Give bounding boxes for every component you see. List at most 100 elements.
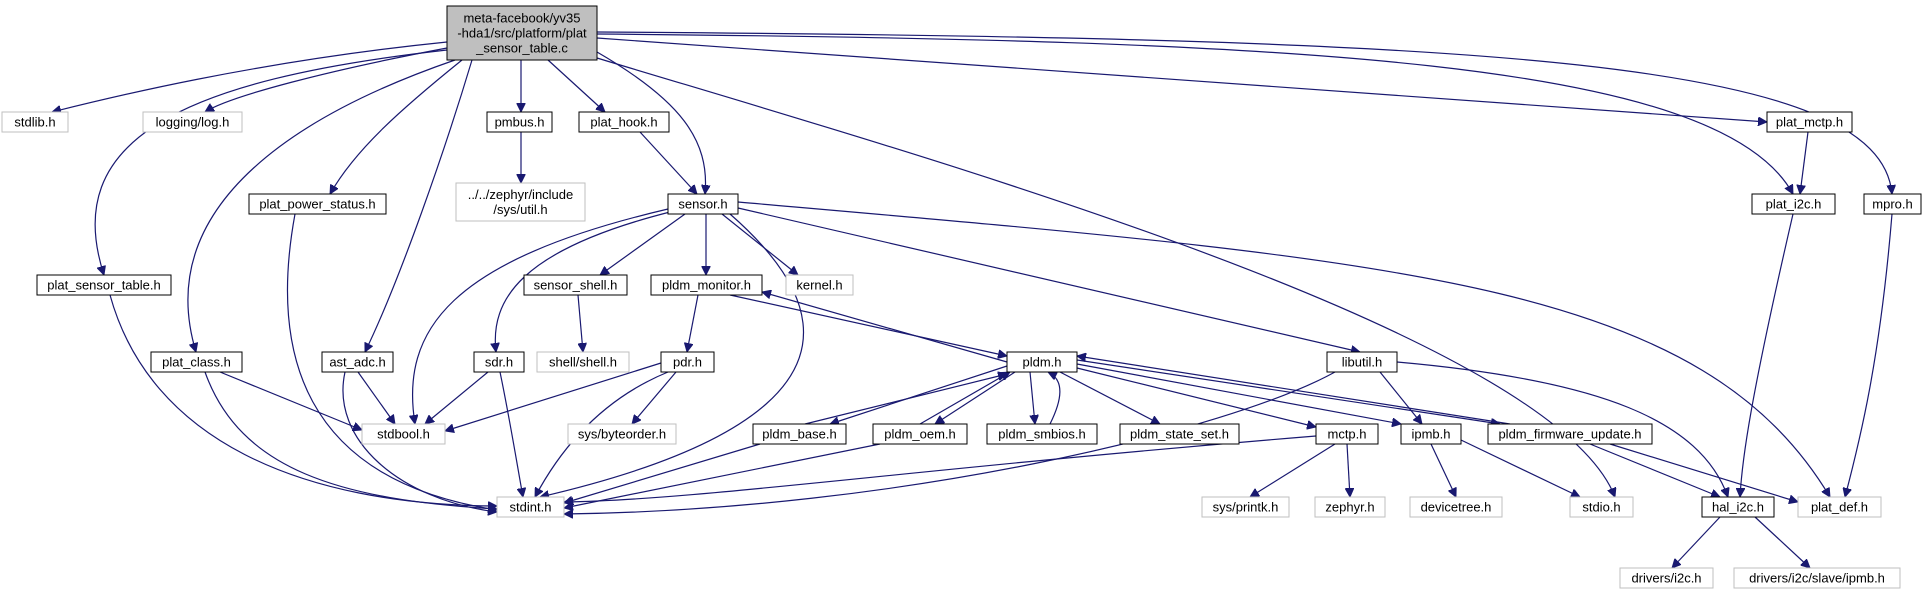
node-pldm-state-set-h[interactable]: pldm_state_set.h: [1119, 423, 1240, 445]
edge-root-to-plat-class-h: [187, 59, 456, 352]
edge-arrow: [1430, 443, 1456, 497]
node-label: sys/byteorder.h: [578, 427, 666, 442]
edge-sensor-h-to-plat-def-h: [737, 201, 1830, 497]
node-label: meta-facebook/yv35: [463, 11, 580, 26]
edge-arrow: [342, 371, 497, 512]
node-box: [1701, 496, 1775, 518]
node-label: pldm_oem.h: [884, 427, 956, 442]
node-label: devicetree.h: [1421, 500, 1492, 515]
node-plat-hook-h[interactable]: plat_hook.h: [578, 111, 670, 133]
node-label: sys/printk.h: [1213, 500, 1279, 515]
edge-arrow: [1740, 213, 1794, 497]
node-mctp-h[interactable]: mctp.h: [1315, 423, 1379, 445]
node-label: pldm_base.h: [762, 427, 836, 442]
edge-arrow: [1609, 443, 1798, 502]
edge-arrow: [1672, 516, 1721, 568]
edge-arrow: [596, 33, 1794, 194]
node-box: [361, 423, 446, 445]
edge-root-to-plat-mctp-h: [596, 37, 1767, 122]
edge-arrow: [1754, 516, 1810, 568]
node-plat-sensor-table-h[interactable]: plat_sensor_table.h: [36, 274, 172, 296]
node-pldm-smbios-h[interactable]: pldm_smbios.h: [986, 423, 1098, 445]
node-pldm-h[interactable]: pldm.h: [1006, 351, 1078, 373]
edge-pldm-h-to-pldm-oem-h: [935, 371, 1016, 424]
node-plat-mctp-h[interactable]: plat_mctp.h: [1766, 111, 1853, 133]
edge-libutil-h-to-stdint-h: [564, 371, 1336, 514]
node-box: [455, 182, 586, 222]
edge-arrow: [425, 371, 489, 424]
node-label: plat_def.h: [1811, 500, 1868, 515]
node-ipmb-h[interactable]: ipmb.h: [1400, 423, 1462, 445]
node-box: [1863, 193, 1922, 215]
node-ast-adc-h[interactable]: ast_adc.h: [321, 351, 394, 373]
node-drivers-i2c-h: drivers/i2c.h: [1619, 567, 1714, 589]
edge-arrow: [596, 31, 1892, 194]
node-box: [1326, 351, 1398, 373]
edge-root-to-logging-log-h: [205, 47, 448, 112]
edge-root-to-plat-hook-h: [547, 59, 605, 112]
node-pldm-firmware-update-h[interactable]: pldm_firmware_update.h: [1487, 423, 1653, 445]
node-box: [36, 274, 172, 296]
edge-pldm-h-to-ipmb-h: [1076, 363, 1401, 424]
edge-arrow: [919, 371, 1010, 425]
node-pldm-oem-h[interactable]: pldm_oem.h: [872, 423, 968, 445]
edge-mpro-h-to-plat-def-h: [1845, 213, 1893, 497]
node-label: _sensor_table.c: [475, 41, 568, 56]
edge-arrow: [804, 374, 1007, 425]
edge-sensor-h-to-libutil-h: [737, 207, 1360, 352]
node-label: pldm.h: [1022, 355, 1061, 370]
node-box: [536, 351, 630, 373]
node-stdio-h: stdio.h: [1569, 496, 1634, 518]
edge-arrow: [1076, 359, 1500, 424]
edge-arrow: [600, 213, 686, 275]
edge-sdr-h-to-stdbool-h: [425, 371, 489, 424]
node-libutil-h[interactable]: libutil.h: [1326, 351, 1398, 373]
node-stdbool-h: stdbool.h: [361, 423, 446, 445]
edge-plat-hook-h-to-sensor-h: [639, 131, 697, 194]
node-devicetree-h: devicetree.h: [1409, 496, 1503, 518]
node-root[interactable]: meta-facebook/yv35-hda1/src/platform/pla…: [446, 5, 598, 61]
node-mpro-h[interactable]: mpro.h: [1863, 193, 1922, 215]
edge-ipmb-h-to-devicetree-h: [1430, 443, 1456, 497]
edge-arrow: [109, 294, 497, 506]
node-label: stdio.h: [1582, 500, 1620, 515]
node-box: [1619, 567, 1714, 589]
node-pmbus-h[interactable]: pmbus.h: [486, 111, 553, 133]
edge-root-to-mpro-h: [596, 31, 1892, 194]
node-label: sensor_shell.h: [534, 278, 618, 293]
edge-arrow: [1379, 371, 1422, 424]
edge-arrow: [1059, 371, 1160, 425]
edge-arrow: [1048, 372, 1061, 425]
node-stdint-h: stdint.h: [496, 496, 565, 518]
node-label: plat_power_status.h: [259, 197, 375, 212]
edge-arrow: [205, 47, 448, 112]
node-label: libutil.h: [1342, 355, 1382, 370]
edge-pldm-h-to-pldm-monitor-h: [762, 292, 1008, 363]
edge-arrow: [935, 371, 1016, 424]
node-box: [1733, 567, 1901, 589]
node-plat-i2c-h[interactable]: plat_i2c.h: [1751, 193, 1836, 215]
node-label: shell/shell.h: [549, 355, 617, 370]
node-label: pldm_monitor.h: [662, 278, 751, 293]
node-label: /sys/util.h: [493, 202, 547, 217]
edge-arrow: [721, 213, 798, 275]
edge-pldm-base-h-to-stdint-h: [564, 443, 761, 503]
edge-arrow: [737, 207, 1360, 352]
node-plat-power-status-h[interactable]: plat_power_status.h: [248, 193, 387, 215]
edge-arrow: [1589, 443, 1720, 497]
edge-arrow: [1800, 131, 1809, 194]
node-sensor-shell-h[interactable]: sensor_shell.h: [523, 274, 628, 296]
node-plat-class-h[interactable]: plat_class.h: [150, 351, 243, 373]
node-pldm-base-h[interactable]: pldm_base.h: [752, 423, 847, 445]
node-label: sensor.h: [678, 197, 727, 212]
node-pdr-h[interactable]: pdr.h: [660, 351, 715, 373]
node-box: [578, 111, 670, 133]
node-label: ast_adc.h: [329, 355, 385, 370]
node-box: [1006, 351, 1078, 373]
node-pldm-monitor-h[interactable]: pldm_monitor.h: [650, 274, 763, 296]
edge-pldm-oem-h-to-stdint-h: [564, 443, 881, 508]
node-sensor-h[interactable]: sensor.h: [667, 193, 739, 215]
edge-root-to-plat-power-status-h: [329, 59, 463, 194]
node-hal-i2c-h[interactable]: hal_i2c.h: [1701, 496, 1775, 518]
node-sdr-h[interactable]: sdr.h: [473, 351, 525, 373]
